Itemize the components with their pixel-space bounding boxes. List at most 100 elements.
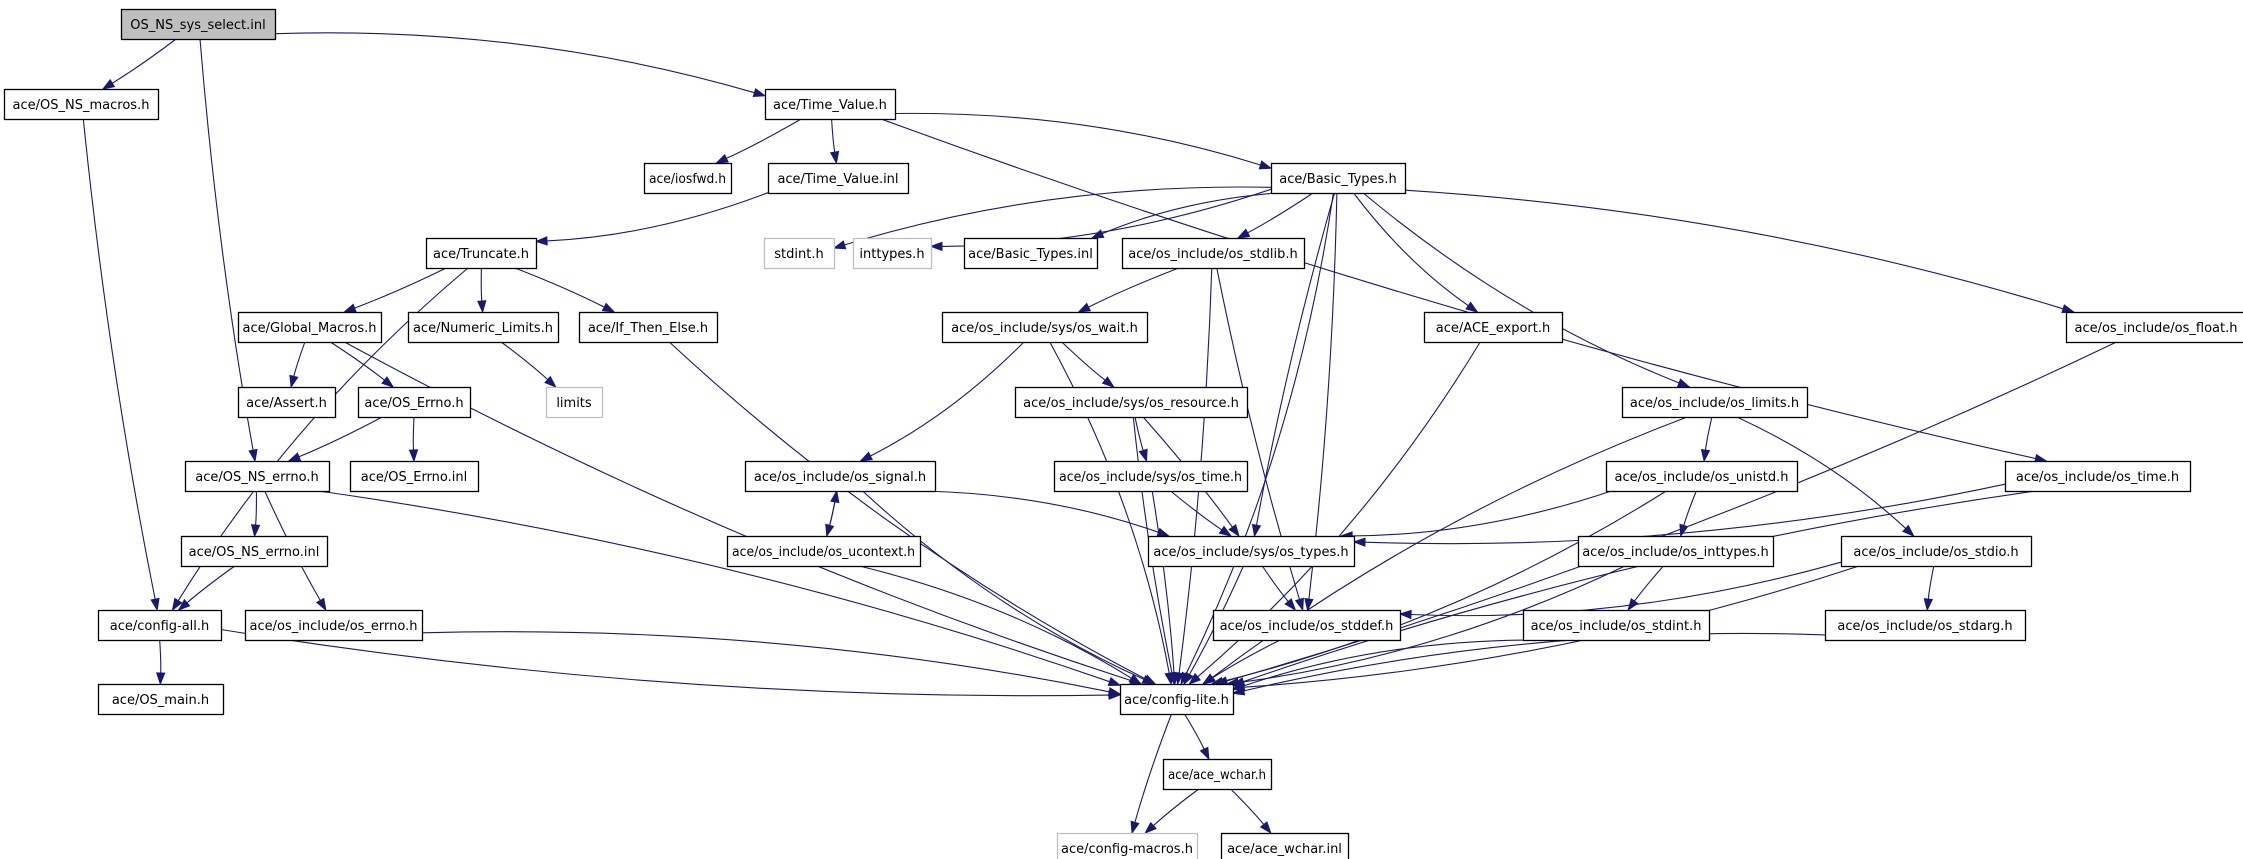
edge-os_signal-to-config_lite	[862, 490, 1156, 685]
edge-basic_types-to-stdint	[832, 186, 1272, 250]
node-label: ace/os_include/os_stdlib.h	[1128, 247, 1297, 262]
node-box	[425, 237, 538, 270]
node-box	[1014, 386, 1249, 419]
node-box	[2065, 311, 2243, 344]
node-label: ace/os_include/os_inttypes.h	[1582, 545, 1769, 560]
node-label: stdint.h	[774, 247, 823, 262]
edge-numeric_limits-to-limits	[500, 341, 557, 388]
node-truncate[interactable]: ace/Truncate.h	[425, 237, 538, 270]
node-os-errno-inl[interactable]: ace/OS_Errno.inl	[349, 460, 480, 493]
node-label: ace/os_include/os_stdarg.h	[1837, 619, 2012, 634]
edge-global_macros-to-os_errno_cls	[330, 341, 395, 388]
node-label: ace/OS_NS_macros.h	[13, 98, 150, 113]
node-stdint: stdint.h	[763, 237, 836, 270]
node-ace-wchar-inl[interactable]: ace/ace_wchar.inl	[1220, 832, 1350, 859]
edge-root-to-time_value	[274, 32, 767, 98]
node-os-stdlib[interactable]: ace/os_include/os_stdlib.h	[1121, 237, 1306, 270]
node-time-value[interactable]: ace/Time_Value.h	[764, 88, 897, 121]
node-label: ace/OS_Errno.h	[364, 396, 463, 411]
node-label: ace/os_include/sys/os_time.h	[1059, 470, 1242, 485]
node-sys-os-time[interactable]: ace/os_include/sys/os_time.h	[1053, 460, 1249, 493]
node-iosfwd[interactable]: ace/iosfwd.h	[643, 162, 733, 195]
node-inttypes: inttypes.h	[852, 237, 933, 270]
edge-root-to-os_ns_macros	[101, 38, 177, 90]
node-os-stdio[interactable]: ace/os_include/os_stdio.h	[1840, 535, 2033, 568]
node-assert[interactable]: ace/Assert.h	[237, 386, 337, 419]
node-box	[1162, 758, 1273, 791]
node-box	[1147, 535, 1356, 568]
edge-os_ns_errno-to-config_lite	[318, 490, 1122, 687]
node-label: ace/OS_Errno.inl	[361, 470, 467, 485]
edge-os_ns_errno_inl-to-config_all	[177, 565, 236, 611]
node-ace-export[interactable]: ace/ACE_export.h	[1423, 311, 1564, 344]
node-os-stdint[interactable]: ace/os_include/os_stdint.h	[1522, 609, 1711, 642]
edge-time_value-to-time_value_inl	[829, 118, 840, 165]
node-os-ns-errno-inl[interactable]: ace/OS_NS_errno.inl	[180, 535, 329, 568]
node-box	[237, 386, 337, 419]
node-box	[767, 162, 910, 195]
node-os-ucontext[interactable]: ace/os_include/os_ucontext.h	[726, 535, 922, 568]
node-config-all[interactable]: ace/config-all.h	[97, 609, 223, 642]
node-label: ace/os_include/os_errno.h	[250, 619, 418, 634]
edge-os_limits-to-os_unistd	[1700, 416, 1713, 463]
node-global-macros[interactable]: ace/Global_Macros.h	[237, 311, 383, 344]
node-label: ace/config-macros.h	[1061, 842, 1193, 857]
node-os-main[interactable]: ace/OS_main.h	[97, 683, 225, 716]
node-box	[941, 311, 1149, 344]
node-label: ace/Time_Value.inl	[777, 172, 898, 187]
node-box	[120, 8, 277, 41]
node-os-errno-h[interactable]: ace/os_include/os_errno.h	[244, 609, 424, 642]
node-ace-wchar[interactable]: ace/ace_wchar.h	[1162, 758, 1273, 791]
node-os-ns-errno[interactable]: ace/OS_NS_errno.h	[184, 460, 331, 493]
node-os-ns-macros[interactable]: ace/OS_NS_macros.h	[3, 88, 160, 121]
node-label: ace/Numeric_Limits.h	[413, 321, 553, 336]
edge-time_value-to-iosfwd	[715, 118, 802, 164]
node-label: ace/ace_wchar.h	[1168, 768, 1266, 783]
node-basic-types[interactable]: ace/Basic_Types.h	[1270, 162, 1407, 195]
node-label: limits	[556, 396, 592, 411]
node-sys-types[interactable]: ace/os_include/sys/os_types.h	[1147, 535, 1356, 568]
node-label: ace/os_include/os_signal.h	[754, 470, 926, 485]
edge-config_lite-to-ace_wchar	[1184, 713, 1210, 761]
node-root: OS_NS_sys_select.inl	[120, 8, 277, 41]
node-box	[744, 460, 937, 493]
edge-os_stdint-to-config_lite	[1231, 639, 1527, 691]
node-os-time[interactable]: ace/os_include/os_time.h	[2004, 460, 2192, 493]
node-box	[180, 535, 329, 568]
node-box	[357, 386, 472, 419]
node-os-resource[interactable]: ace/os_include/sys/os_resource.h	[1014, 386, 1249, 419]
edge-os_stdio-to-os_stdarg	[1923, 565, 1935, 612]
node-os-limits[interactable]: ace/os_include/os_limits.h	[1621, 386, 1809, 419]
node-if-then-else[interactable]: ace/If_Then_Else.h	[578, 311, 719, 344]
node-label: OS_NS_sys_select.inl	[130, 18, 265, 33]
node-os-stddef[interactable]: ace/os_include/os_stddef.h	[1212, 609, 1402, 642]
node-os-stdarg[interactable]: ace/os_include/os_stdarg.h	[1824, 609, 2027, 642]
node-os-signal[interactable]: ace/os_include/os_signal.h	[744, 460, 937, 493]
edge-global_macros-to-assert	[289, 341, 306, 389]
node-os-inttypes[interactable]: ace/os_include/os_inttypes.h	[1577, 535, 1775, 568]
edge-time_value_inl-to-truncate	[534, 192, 769, 246]
node-label: ace/iosfwd.h	[649, 172, 726, 187]
node-os-errno-cls[interactable]: ace/OS_Errno.h	[357, 386, 472, 419]
node-box	[1056, 832, 1199, 859]
edge-os_time-to-sys_types	[1352, 483, 2006, 547]
edge-os_unistd-to-sys_types	[1339, 490, 1612, 541]
node-box	[726, 535, 922, 568]
node-basic-types-inl[interactable]: ace/Basic_Types.inl	[963, 237, 1099, 270]
node-os-float[interactable]: ace/os_include/os_float.h	[2065, 311, 2243, 344]
node-time-value-inl[interactable]: ace/Time_Value.inl	[767, 162, 910, 195]
node-label: ace/Global_Macros.h	[243, 321, 377, 336]
node-config-lite[interactable]: ace/config-lite.h	[1119, 683, 1235, 716]
node-box	[1212, 609, 1402, 642]
edge-basic_types-to-os_limits	[1362, 192, 1691, 388]
node-label: ace/os_include/os_limits.h	[1630, 396, 1799, 411]
node-label: ace/os_include/sys/os_resource.h	[1023, 396, 1239, 411]
node-label: inttypes.h	[859, 247, 924, 262]
node-os-unistd[interactable]: ace/os_include/os_unistd.h	[1605, 460, 1799, 493]
node-os-wait[interactable]: ace/os_include/sys/os_wait.h	[941, 311, 1149, 344]
node-box	[244, 609, 424, 642]
edge-config_lite-to-config_macros	[1130, 713, 1173, 835]
node-numeric-limits[interactable]: ace/Numeric_Limits.h	[407, 311, 560, 344]
edge-os_time-to-config_lite	[1231, 490, 2036, 687]
edge-truncate-to-global_macros	[342, 267, 447, 313]
